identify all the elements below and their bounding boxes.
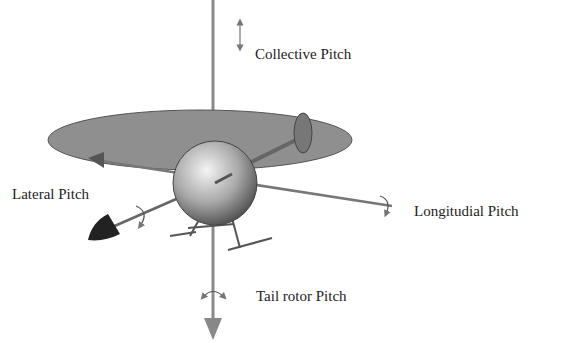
tail-boom: [215, 174, 232, 183]
collective-arrow: [239, 22, 240, 48]
axis-cone: [88, 152, 104, 168]
axis-arrowhead: [204, 318, 222, 340]
lateral-cone: [88, 214, 120, 240]
rotation-arrow: [136, 206, 144, 226]
helicopter-body: [173, 141, 257, 225]
rotor-shaft: [212, 225, 215, 322]
axis-label: Lateral Pitch: [12, 186, 89, 203]
axis-label: Collective Pitch: [255, 46, 351, 63]
rotation-arrow: [380, 196, 388, 214]
rotation-arrow: [203, 292, 224, 298]
axis-label: Tail rotor Pitch: [256, 288, 347, 305]
axis-label: Longitudial Pitch: [414, 203, 519, 220]
tail-rotor: [294, 113, 312, 153]
